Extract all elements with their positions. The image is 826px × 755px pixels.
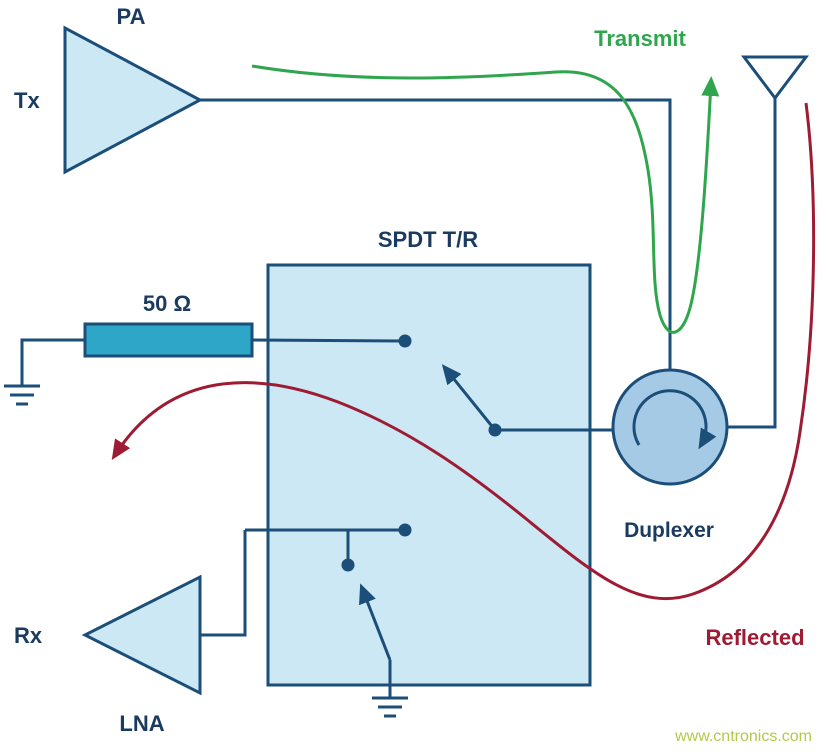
transmit-flow-arrow	[251, 64, 720, 334]
transmit-label: Transmit	[594, 26, 686, 51]
pa-amplifier-icon	[63, 25, 204, 175]
watermark-text: www.cntronics.com	[674, 728, 812, 745]
switch-contact-dot-rx	[398, 523, 412, 537]
reflected-label: Reflected	[705, 625, 804, 650]
pa-output-line	[200, 98, 672, 371]
tx-label: Tx	[14, 88, 40, 113]
ground-icon-left	[4, 384, 40, 406]
load-resistor-icon	[83, 322, 254, 358]
spdt-switch-box	[266, 263, 592, 687]
spdt-label: SPDT T/R	[378, 227, 478, 252]
switch-contact-dot-load	[398, 334, 412, 348]
series-switch-arm-icon	[441, 364, 497, 431]
shunt-contact-dot	[341, 558, 355, 572]
pa-label: PA	[117, 4, 146, 29]
ground-icon-bottom	[372, 696, 408, 718]
shunt-switch-arm-icon	[359, 583, 392, 661]
duplexer-label: Duplexer	[624, 519, 714, 542]
resistor-to-switch-line	[251, 338, 406, 343]
circulator-rotation-arrow-icon	[632, 389, 717, 450]
rx-line	[200, 530, 247, 637]
antenna-feed-line	[727, 98, 777, 429]
load-ground-line	[20, 338, 85, 386]
reflected-flow-arrow	[111, 102, 816, 601]
lna-label: LNA	[119, 711, 164, 736]
rx-label: Rx	[14, 623, 43, 648]
duplexer-circulator-icon	[611, 368, 729, 486]
lna-amplifier-icon	[81, 574, 202, 696]
antenna-icon	[740, 55, 810, 101]
load-label: 50 Ω	[143, 291, 191, 316]
